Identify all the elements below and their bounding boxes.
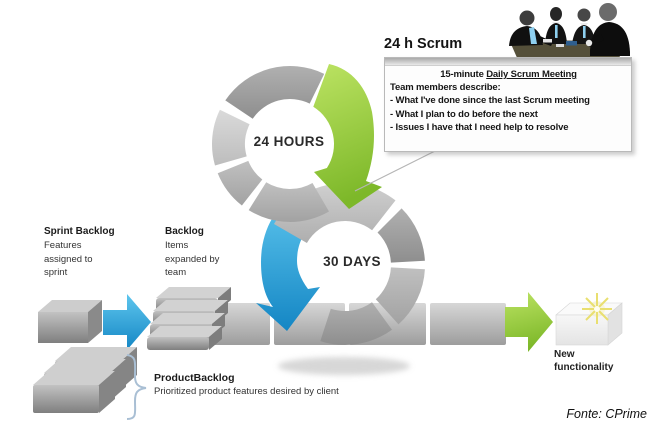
new-functionality-label: New functionality (554, 349, 613, 374)
backlog-label: Backlog Items expanded by team (165, 225, 219, 280)
daily-loop-label: 24 HOURS (253, 134, 325, 149)
loop-shadow (278, 357, 410, 375)
meeting-people-icon (509, 3, 630, 62)
new-functionality-line: New (554, 349, 575, 360)
backlog-stack (147, 287, 231, 350)
backlog-line: team (165, 267, 187, 278)
callout-title: 24 h Scrum (384, 36, 463, 52)
callout-heading-prefix: 15-minute (440, 69, 487, 80)
starburst-icon (582, 293, 612, 324)
callout-leader-line (354, 149, 438, 192)
callout-bullet-2: - What I plan to do before the next (390, 108, 538, 120)
callout-bullet-1: - What I've done since the last Scrum me… (390, 95, 590, 107)
product-backlog-stack (33, 347, 137, 413)
sprint-backlog-label: Sprint Backlog Features assigned to spri… (44, 225, 115, 280)
sprint-loop-ring (320, 208, 425, 345)
sprint-backlog-line: sprint (44, 267, 68, 278)
daily-loop-ring (211, 65, 329, 222)
sprint-backlog-line: assigned to (44, 253, 93, 265)
callout-bullet-3: - Issues I have that I need help to reso… (390, 121, 569, 133)
callout-heading-link: Daily Scrum Meeting (486, 69, 577, 80)
callout-heading: 15-minute Daily Scrum Meeting (390, 68, 627, 81)
new-functionality-box (555, 293, 623, 346)
product-backlog-title: ProductBacklog (154, 372, 235, 384)
sprint-loop-label: 30 DAYS (323, 254, 381, 269)
new-functionality-line: functionality (554, 361, 614, 373)
blue-right-arrow (103, 294, 151, 350)
callout-intro: Team members describe: (390, 82, 501, 94)
backlog-title: Backlog (165, 226, 204, 237)
attribution-text: Fonte: CPrime (566, 407, 647, 421)
green-right-arrow (505, 292, 553, 352)
product-backlog-label: ProductBacklog Prioritized product featu… (154, 372, 339, 398)
green-curved-arrow (313, 64, 382, 209)
sprint-backlog-line: Features (44, 240, 82, 251)
brace-icon (126, 354, 147, 420)
sprint-backlog-title: Sprint Backlog (44, 226, 115, 237)
daily-scrum-callout: 15-minute Daily Scrum Meeting Team membe… (384, 57, 632, 152)
sprint-backlog-box (38, 300, 102, 343)
product-backlog-desc: Prioritized product features desired by … (154, 386, 339, 397)
callout-top-strip (385, 58, 631, 66)
backlog-line: expanded by (165, 253, 220, 265)
backlog-line: Items (165, 240, 189, 251)
callout-body: 15-minute Daily Scrum Meeting Team membe… (385, 66, 631, 134)
